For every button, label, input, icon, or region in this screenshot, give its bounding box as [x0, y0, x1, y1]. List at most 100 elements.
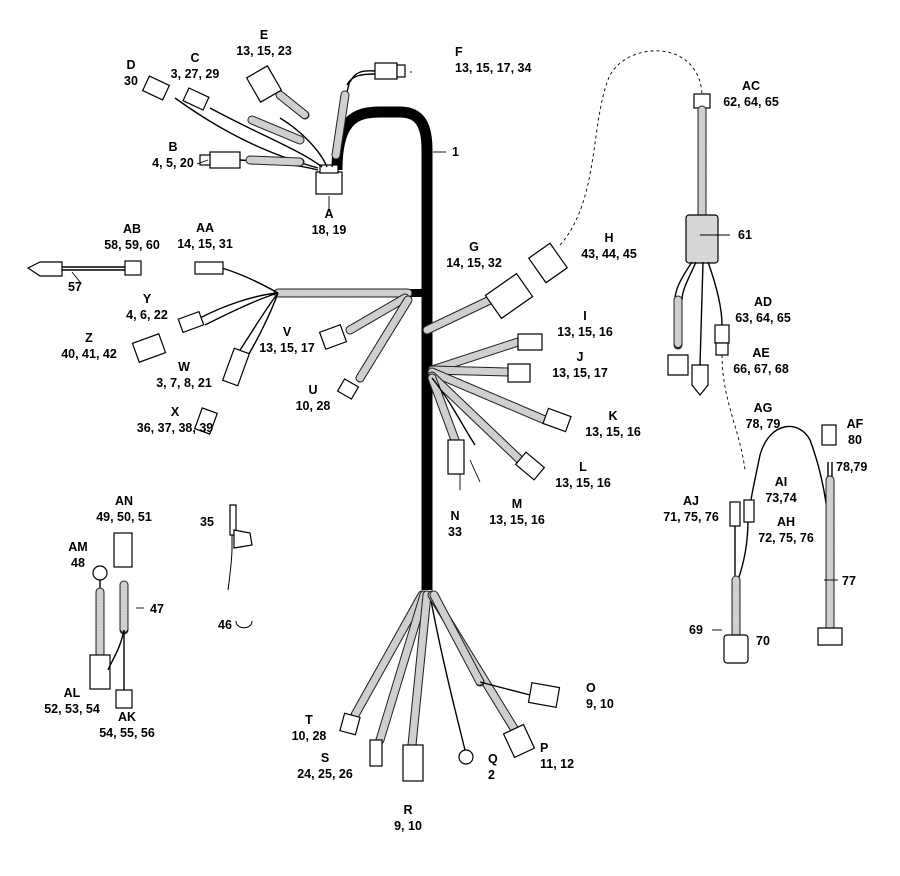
callout-k: K 13, 15, 16: [585, 409, 641, 439]
callout-parts: 13, 15, 23: [236, 44, 292, 58]
callout-parts: 62, 64, 65: [723, 95, 779, 109]
callout-69: 69: [689, 623, 703, 637]
callout-letter: O: [586, 681, 596, 695]
callout-parts: 33: [448, 525, 462, 539]
callout-letter: K: [608, 409, 617, 423]
callout-parts: 49, 50, 51: [96, 510, 152, 524]
callout-y: Y4, 6, 22: [126, 292, 168, 322]
callout-q: Q2: [488, 752, 498, 782]
callout-parts: 11, 12: [540, 757, 574, 771]
callout-e: E 13, 15, 23: [236, 28, 292, 58]
callout-letter: J: [577, 350, 584, 364]
callout-letter: H: [604, 231, 613, 245]
callout-57: 57: [68, 280, 82, 294]
callout-parts: 13, 15, 16: [555, 476, 611, 490]
callout-letter: AA: [196, 221, 214, 235]
callout-parts: 71, 75, 76: [663, 510, 719, 524]
callout-parts: 3, 27, 29: [171, 67, 220, 81]
callout-letter: B: [168, 140, 177, 154]
callout-letter: N: [450, 509, 459, 523]
callout-w: W3, 7, 8, 21: [156, 360, 212, 390]
callout-letter: Q: [488, 752, 498, 766]
callout-parts: 80: [848, 433, 862, 447]
callout-letter: V: [283, 325, 292, 339]
callout-u: U 10, 28: [296, 383, 331, 413]
callout-i: I13, 15, 16: [557, 309, 613, 339]
callout-parts: 78, 79: [746, 417, 781, 431]
callout-ac: AC 62, 64, 65: [723, 79, 779, 109]
callout-letter: AM: [68, 540, 87, 554]
callout-letter: T: [305, 713, 313, 727]
callout-letter: X: [171, 405, 180, 419]
sub-harness-61: [667, 93, 746, 471]
callout-47: 47: [150, 602, 164, 616]
callout-letter: U: [308, 383, 317, 397]
callout-letter: F: [455, 45, 463, 59]
callout-parts: 10, 28: [296, 399, 331, 413]
callout-parts: 24, 25, 26: [297, 767, 353, 781]
callout-70: 70: [756, 634, 770, 648]
callout-parts: 66, 67, 68: [733, 362, 789, 376]
callout-v: V 13, 15, 17: [259, 325, 315, 355]
callout-letter: AF: [847, 417, 864, 431]
callout-c: C 3, 27, 29: [171, 51, 220, 81]
callout-parts: 47: [150, 602, 164, 616]
callout-46: 46: [218, 618, 232, 632]
callout-parts: 14, 15, 31: [177, 237, 233, 251]
callout-letter: AE: [752, 346, 769, 360]
callout-35: 35: [200, 515, 214, 529]
callout-letter: AL: [64, 686, 81, 700]
callout-af: AF 80: [847, 417, 864, 447]
callout-f: F 13, 15, 17, 34: [455, 45, 532, 75]
callout-am: AM 48: [68, 540, 87, 570]
callout-parts: 35: [200, 515, 214, 529]
callout-parts: 2: [488, 768, 495, 782]
callout-letter: P: [540, 741, 548, 755]
callout-ai: AI 73,74: [765, 475, 796, 505]
callout-parts: 48: [71, 556, 85, 570]
callout-o: O9, 10: [586, 681, 614, 711]
callout-parts: 13, 15, 17, 34: [455, 61, 532, 75]
callout-al: AL 52, 53, 54: [44, 686, 100, 716]
callout-parts: 3, 7, 8, 21: [156, 376, 212, 390]
callout-parts: 73,74: [765, 491, 796, 505]
callout-a: A18, 19: [312, 207, 347, 237]
callout-g: G14, 15, 32: [446, 240, 502, 270]
callout-letter: AK: [118, 710, 136, 724]
callout-parts: 63, 64, 65: [735, 311, 791, 325]
callout-an: AN 49, 50, 51: [96, 494, 152, 524]
callout-letter: AI: [775, 475, 788, 489]
callout-77: 77: [842, 574, 856, 588]
callout-letter: AC: [742, 79, 760, 93]
callout-letter: AB: [123, 222, 141, 236]
callout-parts: 9, 10: [394, 819, 422, 833]
callout-61: 61: [738, 228, 752, 242]
callout-parts: 1: [452, 145, 459, 159]
callout-parts: 18, 19: [312, 223, 347, 237]
callout-t: T 10, 28: [292, 713, 327, 743]
callout-parts: 4, 6, 22: [126, 308, 168, 322]
callout-d: D30: [124, 58, 138, 88]
callout-letter: C: [190, 51, 199, 65]
leader-lines: [71, 71, 838, 631]
sub-harness-77: [723, 424, 843, 664]
callout-x: X36, 37, 38, 39: [137, 405, 214, 435]
callout-r: R9, 10: [394, 803, 422, 833]
callout-parts: 13, 15, 17: [259, 341, 315, 355]
left-branch: [26, 260, 413, 435]
callout-letter: E: [260, 28, 268, 42]
callout-parts: 10, 28: [292, 729, 327, 743]
callout-parts: 58, 59, 60: [104, 238, 160, 252]
callout-letter: AN: [115, 494, 133, 508]
callout-parts: 70: [756, 634, 770, 648]
callout-parts: 77: [842, 574, 856, 588]
callout-parts: 57: [68, 280, 82, 294]
callout-parts: 52, 53, 54: [44, 702, 100, 716]
callout-ae: AE 66, 67, 68: [733, 346, 789, 376]
callout-parts: 13, 15, 17: [552, 366, 608, 380]
callout-parts: 13, 15, 16: [585, 425, 641, 439]
callout-m: M13, 15, 16: [489, 497, 545, 527]
